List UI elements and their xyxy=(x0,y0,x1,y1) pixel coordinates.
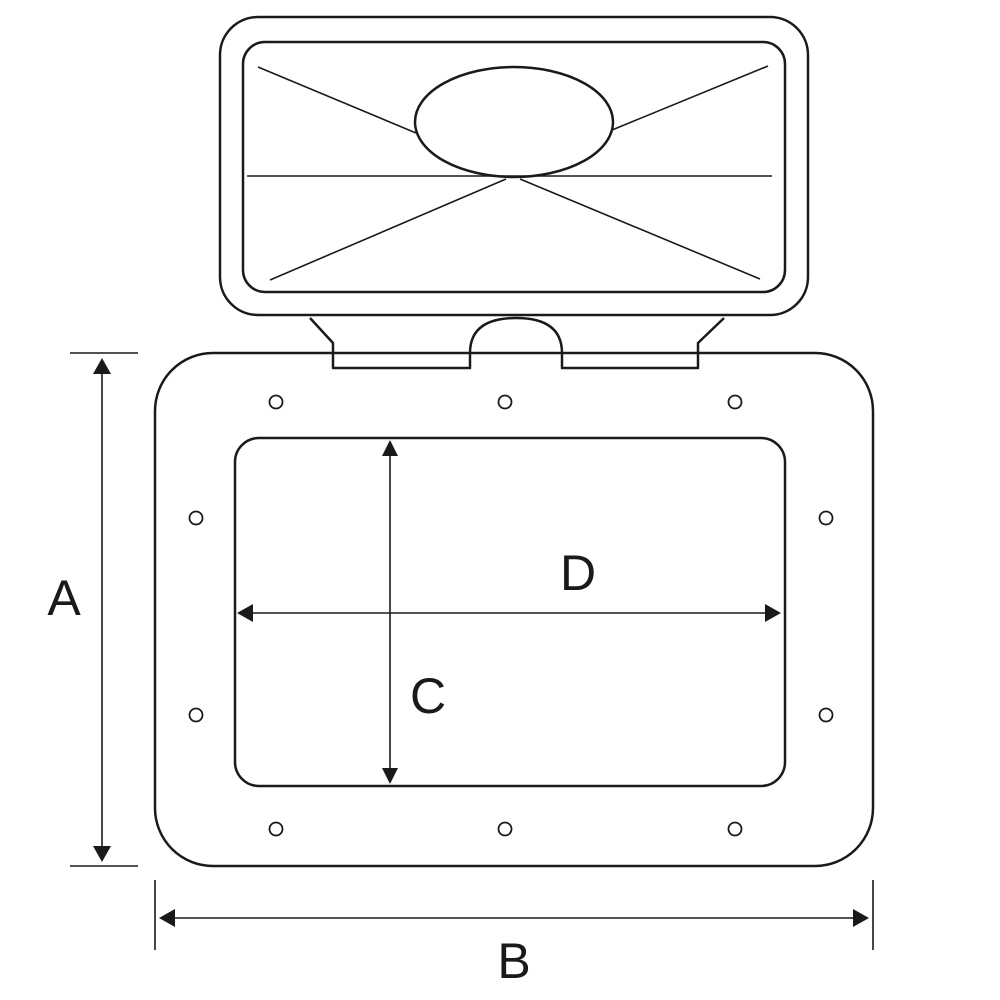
dimension-b: B xyxy=(154,880,874,989)
dimension-a: A xyxy=(47,352,138,867)
frame-outer-outline xyxy=(153,351,875,868)
dimension-c: C xyxy=(382,440,446,784)
lid-inner-panel xyxy=(241,40,787,294)
lid-rib-lower-left xyxy=(269,178,507,281)
dimension-b-arrow-left xyxy=(159,909,175,927)
frame-opening xyxy=(233,436,787,788)
dimension-b-label: B xyxy=(497,933,530,989)
lid-hinge xyxy=(309,316,725,370)
dimension-d-label: D xyxy=(560,545,596,601)
hinge-left-tab xyxy=(309,317,472,370)
screw-holes xyxy=(188,394,834,837)
dimension-a-arrow-bottom xyxy=(93,846,111,862)
dimension-d-arrow-left xyxy=(237,604,253,622)
hatch-frame xyxy=(153,351,875,868)
screw-hole xyxy=(497,394,513,410)
screw-hole xyxy=(818,707,834,723)
screw-hole xyxy=(818,510,834,526)
screw-hole xyxy=(727,394,743,410)
screw-hole xyxy=(268,821,284,837)
dimension-b-arrow-right xyxy=(853,909,869,927)
screw-hole xyxy=(268,394,284,410)
lid-rib-upper-right xyxy=(611,65,769,131)
lid-oval-handle xyxy=(413,65,615,179)
screw-hole xyxy=(188,707,204,723)
lid-rib-lower-right xyxy=(519,178,761,280)
screw-hole xyxy=(727,821,743,837)
dimension-c-label: C xyxy=(410,668,446,724)
screw-hole xyxy=(497,821,513,837)
lid-outer-outline xyxy=(218,15,810,317)
screw-hole xyxy=(188,510,204,526)
dimension-a-label: A xyxy=(47,570,81,626)
dimension-d: D xyxy=(237,545,781,622)
dimension-c-arrow-bottom xyxy=(382,768,398,784)
lid-rib-upper-left xyxy=(257,66,417,134)
hinge-right-tab xyxy=(560,317,725,370)
dimension-c-arrow-top xyxy=(382,440,398,456)
dimension-a-arrow-top xyxy=(93,358,111,374)
hinge-knuckle xyxy=(468,316,564,354)
hatch-lid xyxy=(218,15,810,317)
dimension-d-arrow-right xyxy=(765,604,781,622)
